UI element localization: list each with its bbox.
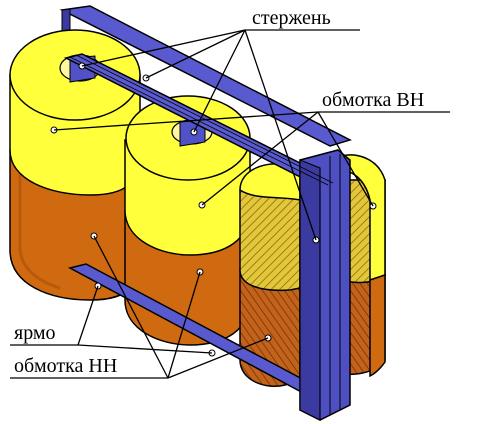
core-front-frame <box>63 53 351 421</box>
label-core: стержень <box>252 7 331 29</box>
label-lv-winding: обмотка НН <box>14 355 117 377</box>
label-yoke: ярмо <box>14 322 56 344</box>
leader-lines <box>10 29 450 379</box>
coil-left <box>9 29 141 301</box>
label-hv-winding: обмотка ВН <box>322 89 424 111</box>
